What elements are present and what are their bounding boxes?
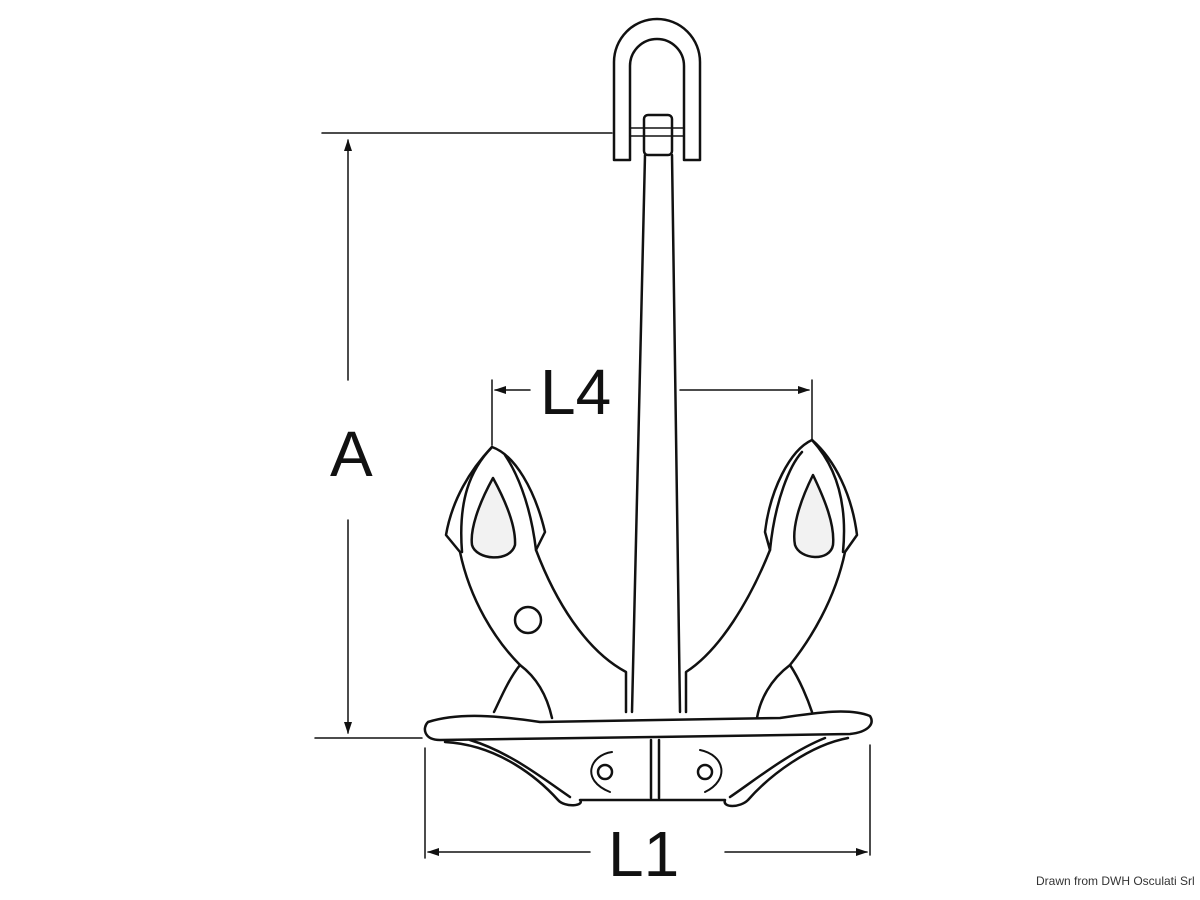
credit-text: Drawn from DWH Osculati Srl: [1036, 874, 1195, 888]
shackle: [612, 17, 702, 162]
left-arm: [444, 445, 628, 720]
crown-stock: [423, 710, 873, 808]
shank: [630, 153, 682, 714]
dimension-l1: [424, 744, 871, 859]
dimension-a: [314, 132, 613, 739]
dimension-label-l1: L1: [608, 818, 680, 890]
dimension-label-a: A: [330, 418, 373, 490]
right-arm: [684, 438, 859, 720]
dimension-label-l4: L4: [540, 356, 612, 428]
dimension-l4: [491, 379, 813, 446]
